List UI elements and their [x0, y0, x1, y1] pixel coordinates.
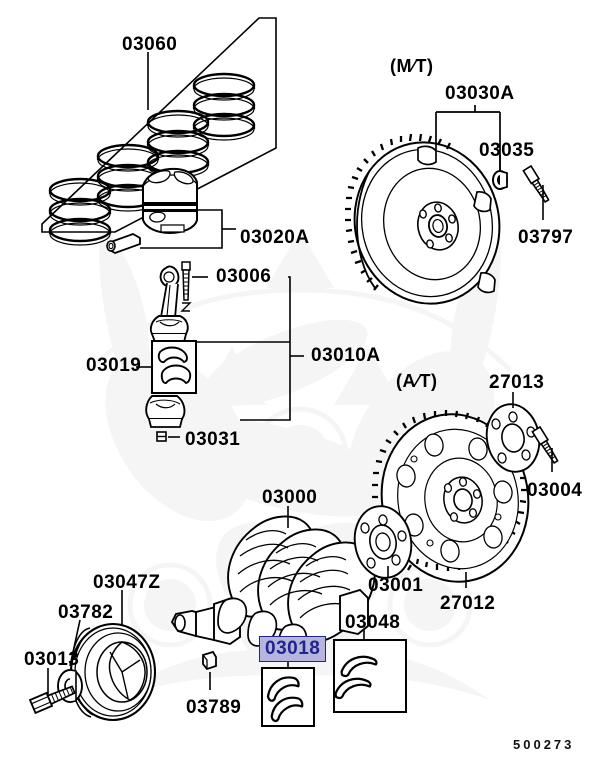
- crankshaft-bolt-illustration: [28, 685, 76, 715]
- woodruff-key-illustration: [202, 650, 217, 671]
- callout-03020A[interactable]: 03020A: [240, 227, 310, 248]
- diagram-id-number: 500273: [513, 737, 575, 752]
- piston-pin-illustration: [106, 233, 141, 254]
- flywheel-mt-illustration: [345, 133, 501, 305]
- pilot-bushing-illustration: [492, 170, 508, 190]
- callout-03060[interactable]: 03060: [122, 34, 178, 55]
- rod-nut-illustration: [156, 431, 167, 442]
- callout-27012[interactable]: 27012: [440, 593, 496, 614]
- leader-03782: [69, 619, 81, 667]
- callout-03018-highlighted[interactable]: 03018: [259, 636, 327, 662]
- variant-label-mt: (M⁄T): [390, 56, 434, 76]
- connecting-rod-bolt-illustration: [180, 261, 192, 312]
- callout-03006[interactable]: 03006: [216, 266, 272, 287]
- bracket-03010A-vertical: [265, 276, 291, 421]
- callout-03001[interactable]: 03001: [368, 575, 424, 596]
- callout-03797[interactable]: 03797: [518, 227, 574, 248]
- callout-03782[interactable]: 03782: [58, 602, 114, 623]
- piston-ring-set-box: [41, 17, 277, 233]
- connecting-rod-cap-illustration: [145, 395, 186, 428]
- connecting-rod-illustration: [149, 265, 189, 343]
- callout-03000[interactable]: 03000: [262, 487, 318, 508]
- callout-03013[interactable]: 03013: [24, 649, 80, 670]
- ring-gear-teeth: [345, 133, 452, 291]
- callout-27013[interactable]: 27013: [489, 372, 545, 393]
- variant-label-at: (A⁄T): [396, 371, 438, 391]
- callout-03019[interactable]: 03019: [86, 355, 142, 376]
- crankshaft-sprocket-illustration: [353, 505, 413, 579]
- callout-03031[interactable]: 03031: [185, 429, 241, 450]
- crank-pulley-illustration: [69, 622, 157, 722]
- callout-03030A[interactable]: 03030A: [445, 83, 515, 104]
- callout-03010A[interactable]: 03010A: [311, 345, 381, 366]
- piston-illustration: [142, 167, 198, 235]
- rod-bearing-illustration: [157, 346, 192, 385]
- callout-03035[interactable]: 03035: [479, 140, 535, 161]
- callout-03789[interactable]: 03789: [186, 697, 242, 718]
- callout-03048[interactable]: 03048: [345, 612, 401, 633]
- callout-03004[interactable]: 03004: [527, 480, 583, 501]
- flywheel-bolt-mt-illustration: [522, 165, 552, 204]
- callout-03047Z[interactable]: 03047Z: [93, 572, 161, 593]
- bracket-03030A: [435, 105, 501, 172]
- crankshaft-illustration: [170, 515, 376, 660]
